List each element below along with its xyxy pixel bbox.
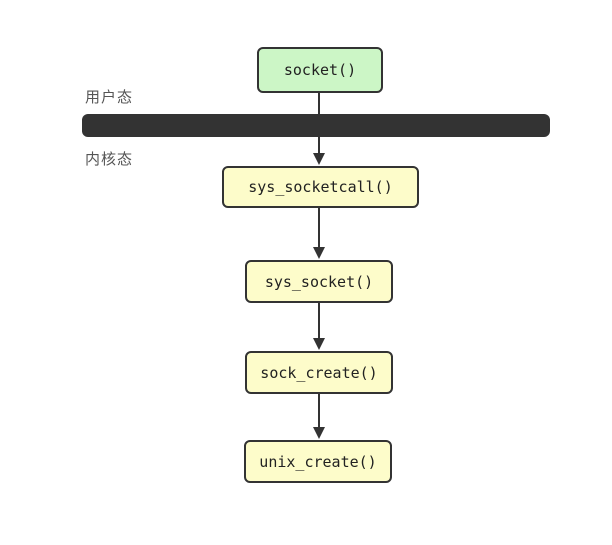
arrow-line-sys-socketcall-to-sys-socket — [318, 208, 320, 250]
node-sock-create: sock_create() — [245, 351, 393, 394]
arrowhead-icon — [313, 338, 325, 350]
arrowhead-icon — [313, 427, 325, 439]
arrow-line-sock-create-to-unix-create — [318, 394, 320, 430]
arrow-line-sys-socket-to-sock-create — [318, 303, 320, 341]
node-sys-socket: sys_socket() — [245, 260, 393, 303]
user-mode-label: 用户态 — [85, 88, 134, 106]
node-unix-create: unix_create() — [244, 440, 392, 483]
node-socket: socket() — [257, 47, 383, 93]
user-kernel-boundary-bar — [82, 114, 550, 137]
kernel-mode-label: 内核态 — [85, 150, 134, 168]
node-sys-socketcall: sys_socketcall() — [222, 166, 419, 208]
arrowhead-icon — [313, 153, 325, 165]
arrowhead-icon — [313, 247, 325, 259]
